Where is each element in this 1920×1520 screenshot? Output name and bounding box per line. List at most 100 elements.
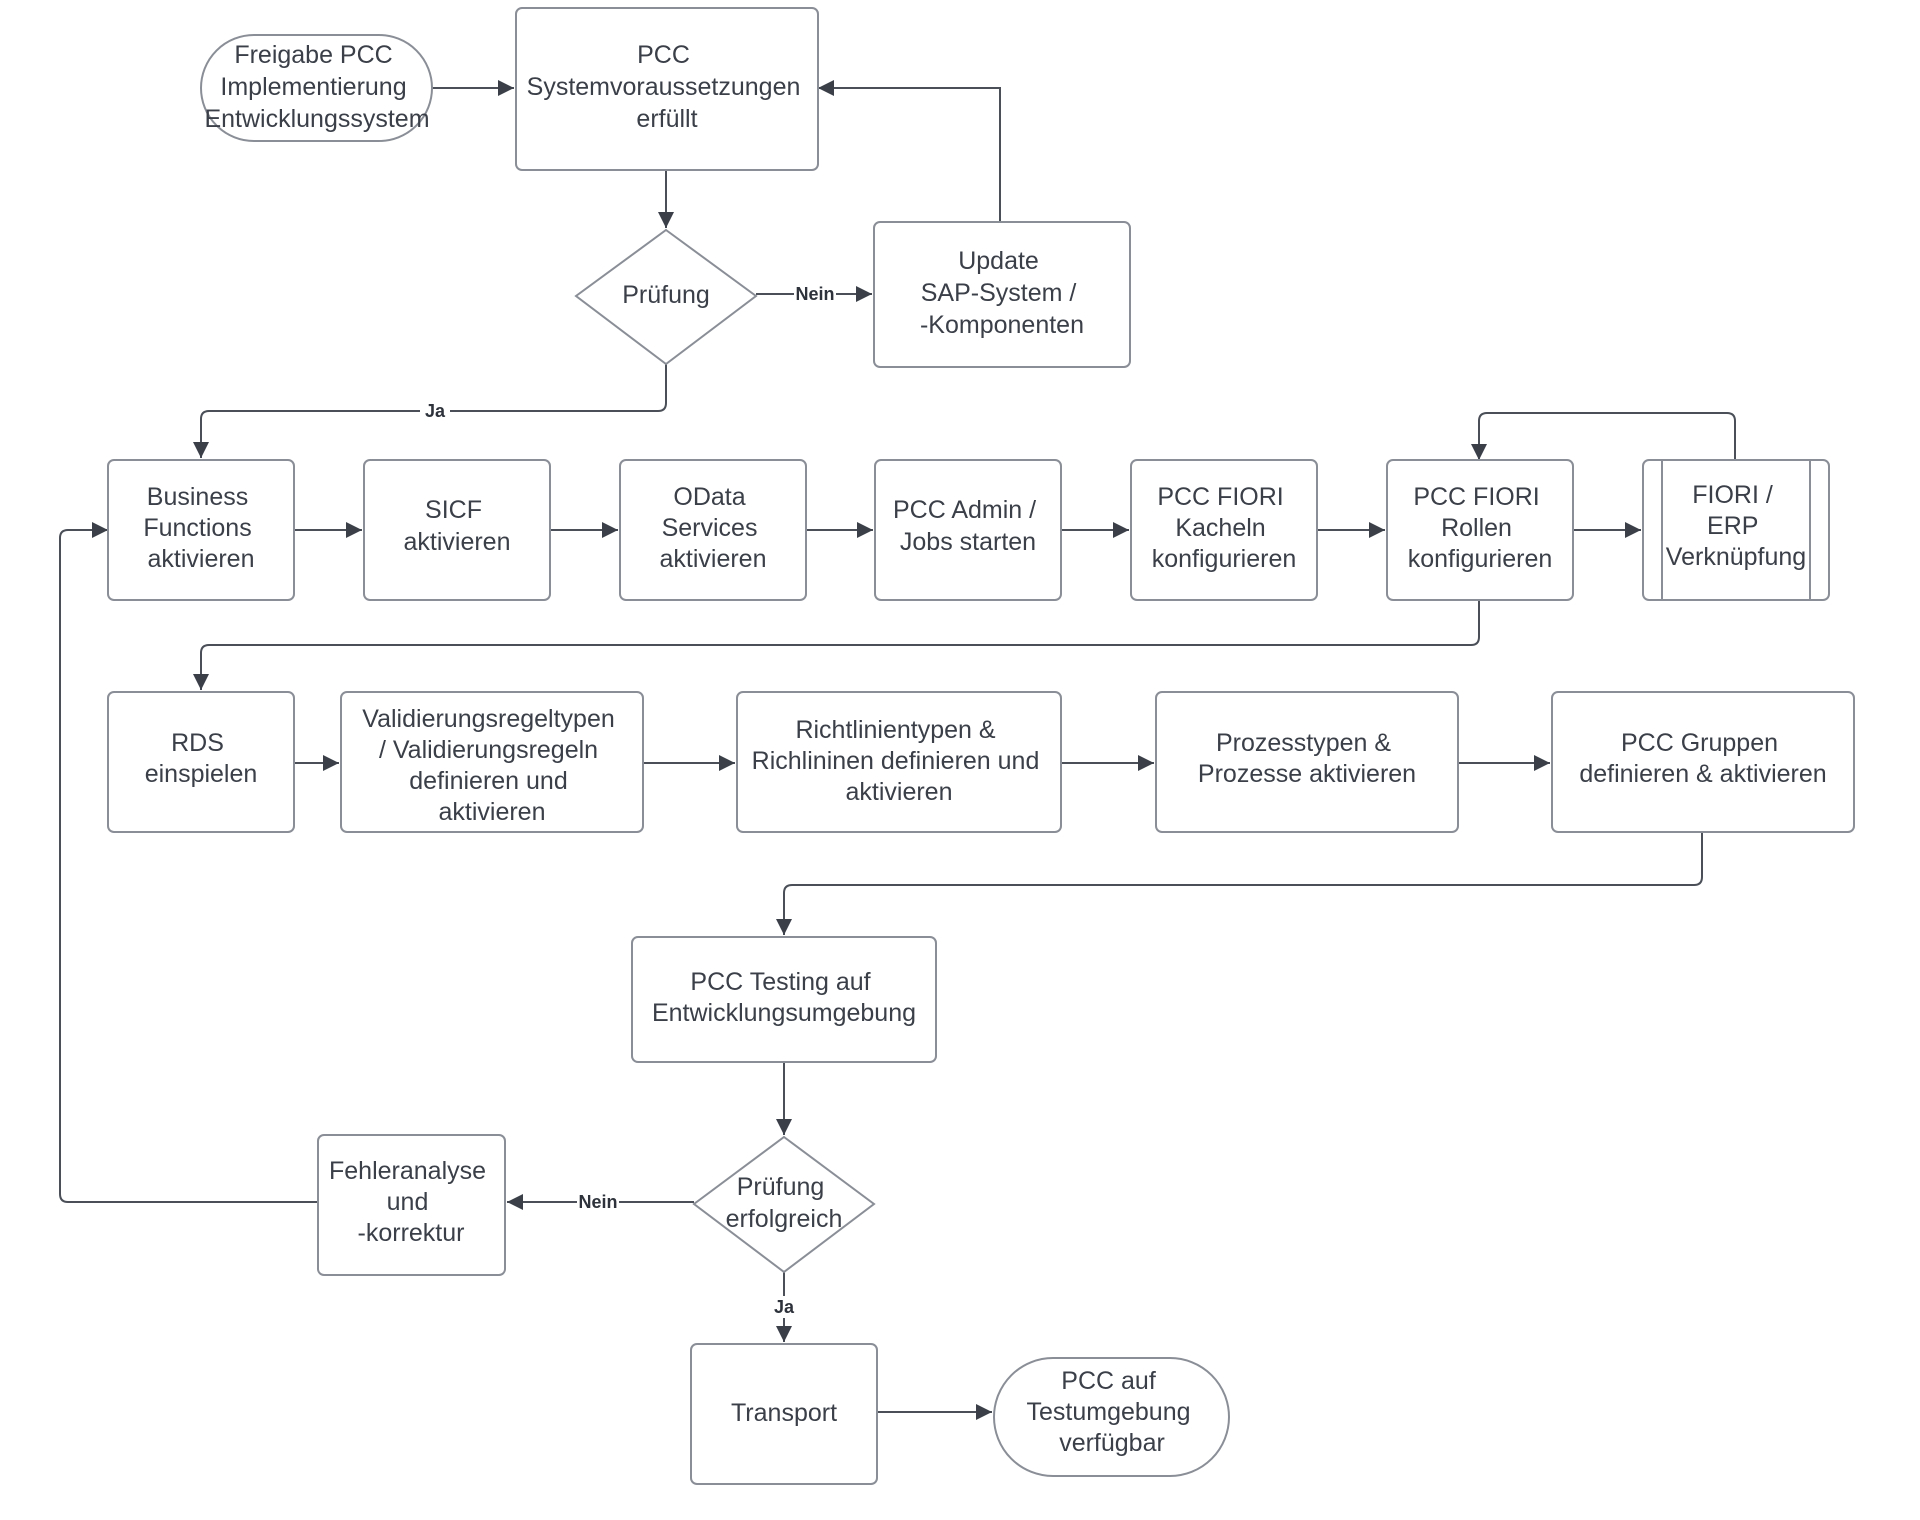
node-valid-line-3: definieren und [409,767,567,795]
node-richtlinien: Richtlinientypen & Richlininen definiere… [736,691,1062,833]
node-testing: PCC Testing auf Entwicklungsumgebung [631,936,937,1063]
svg-text:PCC Gruppen definieren: PCC Gruppen definieren & aktivieren [1579,729,1826,788]
node-odata-line-2: Services [662,514,758,542]
node-erp-line-3: Verknüpfung [1666,543,1806,571]
node-erp-line-1: FIORI / [1692,481,1773,509]
svg-text:Business Functions: Business Functions aktivieren [143,483,258,573]
node-gruppen-line-1: PCC Gruppen [1621,729,1778,757]
node-odata-line-1: OData [673,483,745,511]
svg-text:FIORI / ERP Ve: FIORI / ERP Verknüpfung [1666,481,1806,571]
node-update-line-1: Update [958,247,1039,275]
node-proz-line-2: Prozesse aktivieren [1198,760,1416,788]
node-sicf: SICF aktivieren [363,459,551,601]
node-gruppen: PCC Gruppen definieren & aktivieren [1551,691,1855,833]
node-fehleranalyse: Fehleranalyse und -korrektur [317,1134,506,1276]
edge-gruppen-to-testing [776,832,1703,935]
node-sysreq: PCC Systemvoraussetzungen erfüllt [515,7,819,171]
node-end-terminal: PCC auf Testumgebung verfügbar [993,1357,1230,1477]
edge-label-ja-2: Ja [774,1297,795,1317]
node-sysreq-line-3: erfüllt [636,105,697,133]
node-rollen-line-2: Rollen [1441,514,1512,542]
node-testing-line-1: PCC Testing auf [690,968,870,996]
svg-text:Validierungsregeltypen: Validierungsregeltypen / Validierungsreg… [362,705,621,826]
node-fiori-kacheln: PCC FIORI Kacheln konfigurieren [1130,459,1318,601]
node-sysreq-line-2: Systemvoraussetzungen [527,73,801,101]
node-fiori-rollen: PCC FIORI Rollen konfigurieren [1386,459,1574,601]
svg-text:PCC Admin / Jobs start: PCC Admin / Jobs starten [893,496,1043,556]
edge-label-ja-1: Ja [425,401,446,421]
node-transport-line-1: Transport [731,1399,837,1427]
node-start-line-3: Entwicklungssystem [204,105,429,133]
svg-text:PCC FIORI Rollen: PCC FIORI Rollen konfigurieren [1408,483,1553,573]
svg-text:Fehleranalyse und: Fehleranalyse und -korrektur [329,1157,493,1247]
node-richt-line-1: Richtlinientypen & [795,716,995,744]
node-check2-line-2: erfolgreich [726,1205,843,1233]
node-end-line-1: PCC auf [1061,1367,1156,1395]
svg-text:PCC auf Testumgebung: PCC auf Testumgebung verfügbar [1027,1367,1198,1457]
node-proz-line-1: Prozesstypen & [1216,729,1391,757]
node-start-line-1: Freigabe PCC [234,41,392,69]
node-sicf-line-1: SICF [425,496,482,524]
node-start-line-2: Implementierung [220,73,406,101]
node-check2-decision: Prüfung erfolgreich [692,1135,876,1274]
node-kacheln-line-3: konfigurieren [1152,545,1297,573]
node-check1-line-1: Prüfung [622,281,710,309]
node-bf-line-2: Functions [143,514,251,542]
node-fehler-line-1: Fehleranalyse [329,1157,486,1185]
node-bf-line-1: Business [147,483,248,511]
svg-text:SICF aktivieren: SICF aktivieren [404,496,511,556]
node-validierung: Validierungsregeltypen / Validierungsreg… [340,691,644,833]
svg-text:OData Services: OData Services aktivieren [660,483,767,573]
node-rollen-line-3: konfigurieren [1408,545,1553,573]
svg-text:Richtlinientypen & Ric: Richtlinientypen & Richlininen definiere… [752,716,1047,806]
edge-rollen-to-rds [193,600,1480,690]
node-admin-jobs: PCC Admin / Jobs starten [874,459,1062,601]
node-update-line-2: SAP-System / [921,279,1077,307]
svg-text:Update SAP-System /: Update SAP-System / -Komponenten [920,247,1084,339]
node-odata: OData Services aktivieren [619,459,807,601]
svg-text:Prüfung erfolgreich: Prüfung erfolgreich [726,1173,843,1233]
edge-label-nein-2: Nein [578,1192,617,1212]
node-erp-line-2: ERP [1707,512,1758,540]
node-update: Update SAP-System / -Komponenten [873,221,1131,368]
node-odata-line-3: aktivieren [660,545,767,573]
node-valid-line-4: aktivieren [439,798,546,826]
node-richt-line-3: aktivieren [846,778,953,806]
node-rollen-line-1: PCC FIORI [1413,483,1539,511]
svg-text:PCC Systemvoraussetzun: PCC Systemvoraussetzungen erfüllt [527,41,808,133]
node-update-line-3: -Komponenten [920,311,1084,339]
svg-text:Prüfung: Prüfung [622,281,710,309]
node-richt-line-2: Richlininen definieren und [752,747,1040,775]
svg-text:PCC Testing auf Entwic: PCC Testing auf Entwicklungsumgebung [652,968,916,1027]
node-kacheln-line-2: Kacheln [1175,514,1265,542]
node-rds-line-1: RDS [171,729,224,757]
node-rds: RDS einspielen [107,691,295,833]
node-valid-line-1: Validierungsregeltypen [362,705,614,733]
node-end-line-2: Testumgebung [1027,1398,1191,1426]
edge-update-to-sysreq [818,80,1001,222]
node-valid-line-2: / Validierungsregeln [379,736,598,764]
svg-text:Freigabe PCC Implement: Freigabe PCC Implementierung Entwicklung… [204,41,429,133]
svg-text:Prozesstypen & Prozess: Prozesstypen & Prozesse aktivieren [1198,729,1416,788]
node-kacheln-line-1: PCC FIORI [1157,483,1283,511]
node-end-line-3: verfügbar [1059,1429,1165,1457]
node-fehler-line-3: -korrektur [358,1219,465,1247]
node-admin-line-1: PCC Admin / [893,496,1036,524]
node-check2-line-1: Prüfung [737,1173,825,1201]
edge-label-nein-1: Nein [795,284,834,304]
edge-erp-to-rollen [1471,412,1736,460]
edge-fehler-to-bf [59,522,318,1203]
svg-text:RDS einspielen: RDS einspielen [145,729,258,788]
node-business-functions: Business Functions aktivieren [107,459,295,601]
node-sicf-line-2: aktivieren [404,528,511,556]
node-check1-decision: Prüfung [574,228,758,366]
node-fiori-erp-subprocess: FIORI / ERP Verknüpfung [1642,459,1830,601]
svg-text:Transport: Transport [731,1399,837,1427]
svg-text:PCC FIORI Kacheln: PCC FIORI Kacheln konfigurieren [1152,483,1297,573]
node-rds-line-2: einspielen [145,760,258,788]
node-transport: Transport [690,1343,878,1485]
node-fehler-line-2: und [387,1188,429,1216]
node-admin-line-2: Jobs starten [900,528,1036,556]
node-bf-line-3: aktivieren [148,545,255,573]
